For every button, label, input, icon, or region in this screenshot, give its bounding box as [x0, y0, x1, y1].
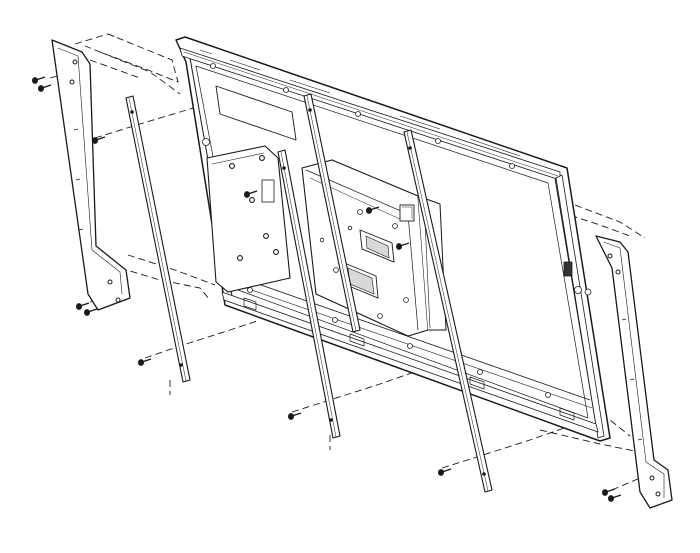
right-side-bracket [595, 235, 673, 509]
screw-7 [75, 302, 90, 311]
left-side-bracket [51, 39, 131, 311]
screw-2 [37, 84, 52, 93]
vertical-rail-4 [403, 129, 493, 493]
vertical-rails [125, 93, 493, 493]
screw-11 [437, 468, 452, 477]
screw-12 [601, 488, 616, 497]
screw-9 [137, 358, 152, 367]
vertical-rail-2 [277, 149, 341, 439]
screw-1 [31, 76, 46, 85]
vertical-rail-1 [125, 95, 191, 383]
vertical-rail-3 [303, 93, 361, 333]
left-mounting-plate [206, 145, 291, 293]
screw-10 [287, 412, 302, 421]
screw-13 [607, 494, 622, 503]
screw-3 [91, 136, 106, 145]
connector-port [563, 261, 592, 296]
screw-8 [83, 308, 98, 317]
